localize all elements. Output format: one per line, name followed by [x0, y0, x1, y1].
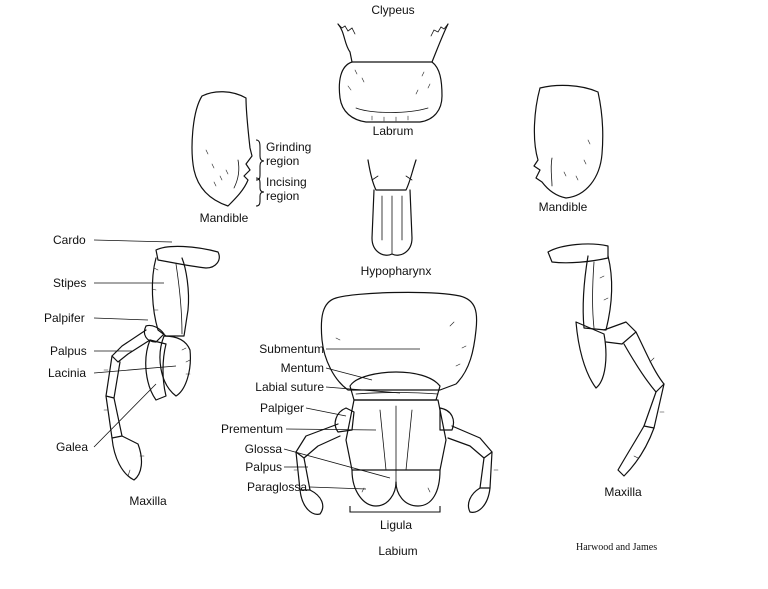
- label-mentum: Mentum: [281, 361, 324, 375]
- lacinia-leader: [93, 365, 177, 374]
- label-lacinia: Lacinia: [48, 366, 86, 380]
- ligula-bracket: [349, 506, 441, 513]
- label-submentum: Submentum: [259, 342, 324, 356]
- label-incising-2: region: [266, 189, 299, 203]
- palpifer-leader: [93, 317, 149, 321]
- mentum-leader: [325, 367, 373, 381]
- label-ligula: Ligula: [380, 518, 412, 532]
- label-palpifer: Palpifer: [44, 311, 85, 325]
- label-palpus-maxilla: Palpus: [50, 344, 87, 358]
- left-maxilla-drawing: [103, 245, 220, 481]
- prementum-leader: [285, 428, 377, 431]
- label-maxilla-left: Maxilla: [129, 494, 167, 508]
- label-grinding-1: Grinding: [266, 140, 311, 154]
- glossa-leader: [283, 448, 391, 479]
- label-prementum: Prementum: [221, 422, 283, 436]
- label-glossa: Glossa: [245, 442, 283, 456]
- label-incising-1: Incising: [266, 175, 307, 189]
- labels: Clypeus Labrum Mandible Mandible Grindin…: [44, 3, 657, 558]
- credit-text: Harwood and James: [576, 542, 657, 553]
- label-mandible-left: Mandible: [200, 211, 249, 225]
- label-stipes: Stipes: [53, 276, 86, 290]
- label-grinding-2: region: [266, 154, 299, 168]
- incising-region-bracket: [255, 177, 265, 207]
- label-labium: Labium: [378, 544, 417, 558]
- labial-suture-leader: [325, 386, 401, 394]
- paraglossa-leader: [309, 486, 367, 490]
- label-palpus-labium: Palpus: [245, 460, 282, 474]
- label-clypeus: Clypeus: [371, 3, 414, 17]
- right-mandible-drawing: [533, 84, 604, 199]
- left-mandible-drawing: [191, 91, 253, 207]
- label-labrum: Labrum: [373, 124, 414, 138]
- label-hypopharynx: Hypopharynx: [361, 264, 432, 278]
- label-maxilla-right: Maxilla: [604, 485, 642, 499]
- label-palpiger: Palpiger: [260, 401, 304, 415]
- right-maxilla-drawing: [547, 243, 665, 477]
- label-cardo: Cardo: [53, 233, 86, 247]
- galea-leader: [93, 383, 157, 448]
- label-paraglossa: Paraglossa: [247, 480, 307, 494]
- labrum-setae: [347, 69, 431, 122]
- label-labial-suture: Labial suture: [255, 380, 324, 394]
- label-mandible-right: Mandible: [539, 200, 588, 214]
- leader-lines: [93, 239, 420, 490]
- palpiger-leader: [305, 407, 347, 417]
- labium-drawing: [293, 291, 499, 515]
- grinding-region-bracket: [255, 139, 265, 181]
- hypopharynx-drawing: [367, 159, 417, 256]
- clypeus-labrum-drawing: [337, 23, 449, 123]
- cardo-leader: [93, 239, 173, 243]
- label-galea: Galea: [56, 440, 88, 454]
